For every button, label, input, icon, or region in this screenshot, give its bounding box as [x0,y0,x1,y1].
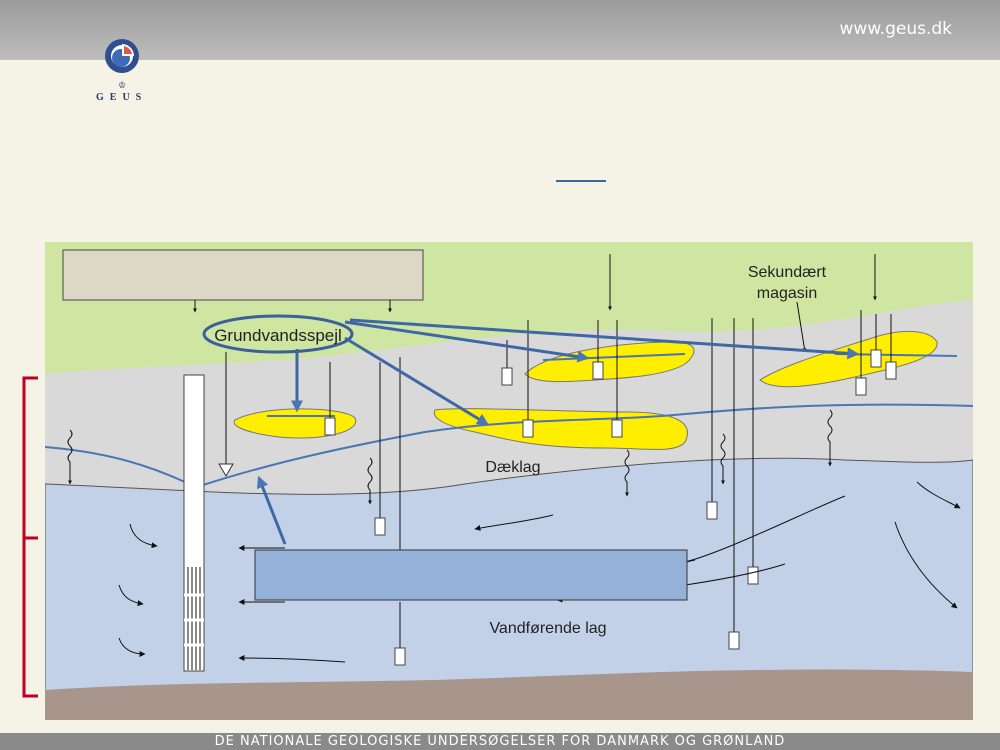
footer-text: DE NATIONALE GEOLOGISKE UNDERSØGELSER FO… [214,734,786,749]
aquifer-info-box [254,549,688,601]
header-bar: www.geus.dk [0,0,1000,60]
flow-arrows [118,481,961,663]
sand-lens [524,341,695,383]
depth-bracket [22,376,38,698]
water-level-marker [218,463,234,477]
bedrock-layer [45,669,973,720]
magasin-label: magasin [757,285,817,302]
logo-wordmark: GEUS [96,92,148,103]
sekundaert-label: Sekundært [748,264,827,281]
info-box [62,249,424,301]
well-casing [183,374,205,672]
groundwater-diagram: Grundvandsspejl Sekundært magasin Dæklag… [45,242,973,720]
grundvandsspejl-label: Grundvandsspejl [214,326,342,345]
geus-logo-icon: ♔ [105,39,139,90]
svg-text:♔: ♔ [118,80,126,90]
infiltration-arrows [67,409,833,505]
water-table-line [542,353,686,361]
callout-arrows [256,318,860,545]
water-table-line [45,403,973,487]
vandforende-label: Vandførende lag [489,620,606,637]
water-table-callout [202,314,354,354]
website-url[interactable]: www.geus.dk [839,19,952,39]
piezometer-pipes [329,310,892,650]
daeklag-label: Dæklag [485,459,540,476]
title-underline [556,180,606,182]
piezometer-filters [324,349,897,666]
footer-bar: DE NATIONALE GEOLOGISKE UNDERSØGELSER FO… [0,733,1000,750]
